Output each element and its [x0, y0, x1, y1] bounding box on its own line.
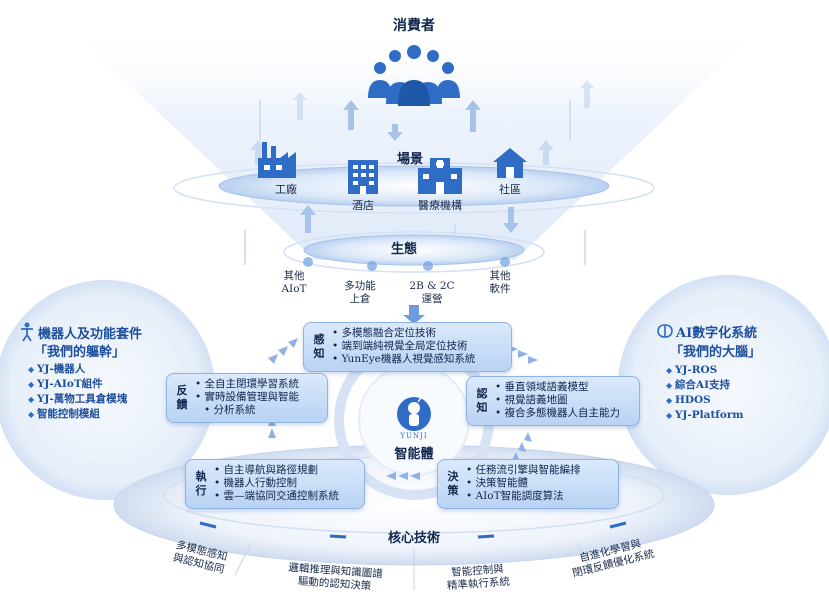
- scene-item-factory: 工廠: [275, 183, 297, 196]
- consumer-label: 消費者: [393, 18, 435, 34]
- humanoid-icon: [20, 322, 34, 342]
- module-tag: 感知: [313, 333, 325, 360]
- list-item: 垂直領域語義模型: [495, 381, 620, 394]
- list-item: 分析系統: [195, 404, 299, 417]
- list-item: YJ-機器人: [28, 362, 127, 377]
- list-item: YunEye機器人視覺感知系統: [332, 353, 476, 366]
- module-list: 垂直領域語義模型 視覺語義地圖 複合多態機器人自主能力: [495, 381, 621, 420]
- list-item: YJ-ROS: [666, 363, 743, 378]
- list-item: 多模態融合定位技術: [332, 327, 475, 340]
- ecosystem-title: 生態: [390, 242, 418, 257]
- scene-item-community: 社區: [499, 183, 521, 196]
- core-divider-lines: [234, 544, 594, 590]
- ecosystem-disc: [303, 234, 525, 266]
- module-cognition: 認知 垂直領域語義模型 視覺語義地圖 複合多態機器人自主能力: [466, 376, 640, 426]
- ecosystem-outer-ring: [283, 231, 545, 273]
- scene-title: 場景: [396, 152, 424, 167]
- list-item: 雲—端協同交通控制系統: [214, 490, 340, 503]
- scene-item-hospital: 醫療機構: [418, 199, 462, 212]
- hotel-icon: [348, 160, 378, 194]
- brain-icon: [656, 323, 674, 339]
- funnel-shape: [60, 20, 770, 260]
- list-item: 全自主閉環學習系統: [195, 378, 300, 391]
- list-item: YJ-萬物工具倉模塊: [28, 392, 127, 407]
- funnel-streaks: [244, 100, 586, 265]
- left-panel-list: YJ-機器人 YJ-AIoT組件 YJ-萬物工具倉模塊 智能控制模組: [28, 362, 127, 422]
- module-list: 自主導航與路徑規劃 機器人行動控制 雲—端協同交通控制系統: [214, 464, 340, 503]
- module-feedback: 反饋 全自主閉環學習系統 實時設備管理與智能 分析系統: [166, 373, 328, 423]
- list-item: 決策智能體: [466, 477, 581, 490]
- list-item: AIoT智能調度算法: [466, 490, 581, 503]
- funnel-arrows: [250, 80, 594, 233]
- module-perception: 感知 多模態融合定位技術 端到端純視覺全局定位技術 YunEye機器人視覺感知系…: [303, 322, 512, 372]
- list-item: 端到端純視覺全局定位技術: [332, 340, 475, 353]
- module-list: 任務流引擎與智能編排 決策智能體 AIoT智能調度算法: [466, 464, 581, 503]
- right-panel-subtitle: 「我們的大腦」: [670, 345, 762, 360]
- module-decision: 決策 任務流引擎與智能編排 決策智能體 AIoT智能調度算法: [437, 459, 619, 509]
- ecosystem-glow-dots: [303, 257, 510, 271]
- yunji-robot-logo: [397, 395, 431, 431]
- factory-icon: [258, 142, 296, 178]
- ecosystem-item-software: 其他軟件: [489, 270, 511, 295]
- left-panel-title: 機器人及功能套件: [38, 327, 143, 342]
- hospital-icon: [418, 158, 462, 194]
- list-item: 任務流引擎與智能編排: [466, 464, 581, 477]
- list-item: YJ-Platform: [666, 408, 744, 423]
- list-item: 智能控制模組: [28, 407, 127, 422]
- module-list: 多模態融合定位技術 端到端純視覺全局定位技術 YunEye機器人視覺感知系統: [332, 327, 476, 366]
- list-item: 機器人行動控制: [214, 477, 339, 490]
- left-panel-subtitle: 「我們的軀幹」: [34, 345, 126, 360]
- list-item: 綜合AI支持: [666, 378, 743, 393]
- list-item: HDOS: [666, 393, 743, 408]
- list-item: 自主導航與路徑規劃: [214, 464, 339, 477]
- yunji-logo-text: YUNJI: [400, 432, 428, 440]
- scene-item-hotel: 酒店: [352, 199, 374, 212]
- list-item: 複合多態機器人自主能力: [495, 407, 621, 420]
- module-tag: 執行: [195, 470, 207, 497]
- module-execution: 執行 自主導航與路徑規劃 機器人行動控制 雲—端協同交通控制系統: [185, 459, 365, 509]
- consumers-icon: [368, 45, 460, 106]
- scene-outer-ring: [173, 162, 655, 214]
- list-item: 視覺語義地圖: [495, 394, 620, 407]
- house-icon: [493, 148, 527, 178]
- right-panel-list: YJ-ROS 綜合AI支持 HDOS YJ-Platform: [666, 363, 744, 423]
- module-tag: 反饋: [176, 384, 188, 411]
- core-accent-marks: [199, 521, 627, 539]
- list-item: YJ-AIoT組件: [28, 377, 127, 392]
- module-list: 全自主閉環學習系統 實時設備管理與智能 分析系統: [195, 378, 300, 417]
- right-panel-title: AI數字化系統: [676, 326, 758, 341]
- ecosystem-item-multifunction: 多功能上倉: [344, 280, 376, 305]
- module-tag: 決策: [447, 470, 459, 497]
- list-item: 實時設備管理與智能: [195, 391, 300, 404]
- core-title: 核心技術: [387, 531, 441, 546]
- core-item-control: 智能控制與精準執行系統: [446, 563, 511, 593]
- module-tag: 認知: [476, 387, 488, 414]
- ecosystem-to-perception-arrow: [403, 305, 425, 324]
- agent-label: 智能體: [394, 447, 434, 462]
